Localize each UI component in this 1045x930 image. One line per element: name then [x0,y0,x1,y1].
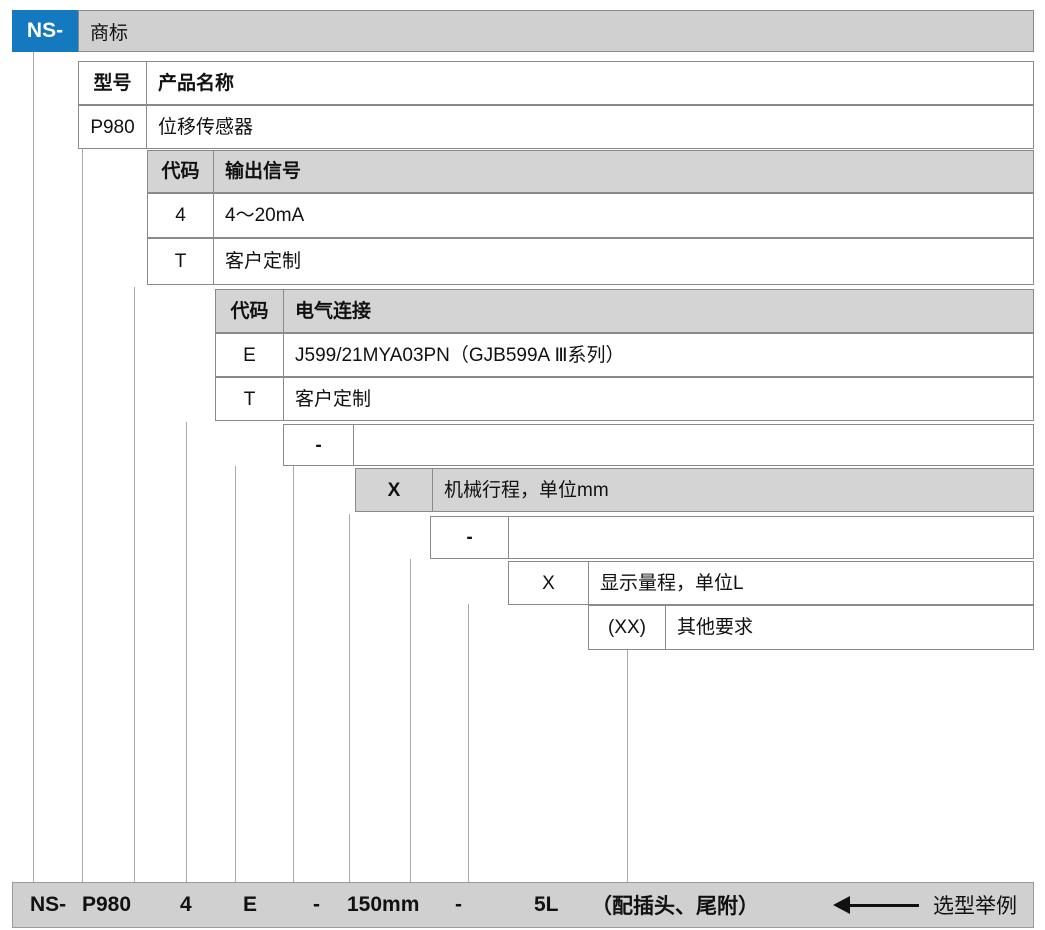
connector-line-extra [627,650,628,882]
example-token-brand: NS- [30,893,67,916]
output-header-row: 代码 输出信号 [147,150,1034,193]
connector-line-model [82,148,83,882]
example-token-dash-1: - [313,893,320,916]
brand-code-text: NS- [26,19,64,42]
other-requirements-code: (XX) [589,606,666,649]
example-token-dash-2: - [455,893,462,916]
brand-label-text: 商标 [90,22,129,44]
electrical-header-code: 代码 [216,290,284,332]
connector-line-other [468,604,469,882]
example-token-other: （配插头、尾附） [591,895,759,918]
output-row-t: T 客户定制 [147,238,1034,285]
electrical-desc-t: 客户定制 [295,388,372,410]
model-code-p980: P980 [79,106,147,148]
separator-code-2: - [431,517,509,558]
separator-code-1: - [284,425,354,465]
electrical-header-desc: 电气连接 [295,300,372,322]
connector-line-sep2 [349,514,350,882]
model-desc-p980: 位移传感器 [158,116,254,138]
display-range-code: X [509,562,589,604]
output-row-4: 4 4～20mA [147,193,1034,238]
other-requirements-desc: 其他要求 [677,617,754,638]
mechanical-stroke-row: X 机械行程，单位mm [355,468,1034,512]
left-arrow-icon [833,896,919,914]
model-header-desc: 产品名称 [158,72,235,94]
electrical-row-t: T 客户定制 [215,377,1034,421]
connector-line-electrical [186,422,187,882]
other-requirements-row: (XX) 其他要求 [588,605,1034,650]
electrical-header-row: 代码 电气连接 [215,289,1034,333]
output-desc-4: 4～20mA [225,205,305,226]
example-token-range: 5L [534,893,559,916]
connector-line-stroke [293,466,294,882]
display-range-row: X 显示量程，单位L [508,561,1034,605]
model-header-code: 型号 [79,62,147,104]
example-token-electrical: E [243,893,258,916]
electrical-row-e: E J599/21MYA03PN（GJB599A Ⅲ系列） [215,333,1034,377]
model-row-p980: P980 位移传感器 [78,105,1034,149]
selection-example-bar: NS- P980 4 E - 150mm - 5L （配插头、尾附） 选型举例 [12,882,1034,928]
display-range-desc: 显示量程，单位L [600,572,744,594]
model-header-row: 型号 产品名称 [78,61,1034,105]
separator-desc-1 [354,425,1033,465]
mechanical-stroke-desc: 机械行程，单位mm [444,479,609,501]
output-code-4: 4 [148,194,214,237]
mechanical-stroke-code: X [356,469,433,511]
output-header-desc: 输出信号 [225,161,302,182]
brand-code-chip: NS- [12,10,78,52]
example-token-stroke: 150mm [347,893,420,916]
electrical-code-e: E [216,334,284,376]
separator-row-1: - [283,424,1034,466]
example-token-output: 4 [180,893,192,916]
example-token-model: P980 [82,893,132,916]
connector-line-output [134,287,135,882]
connector-line-sep1 [235,466,236,882]
output-code-t: T [148,239,214,284]
connector-line-range [410,559,411,882]
electrical-desc-e: J599/21MYA03PN（GJB599A Ⅲ系列） [295,344,625,366]
separator-desc-2 [509,517,1033,558]
output-desc-t: 客户定制 [225,251,302,272]
separator-row-2: - [430,516,1034,559]
example-arrow-label: 选型举例 [933,895,1017,918]
electrical-code-t: T [216,378,284,420]
output-header-code: 代码 [148,151,214,192]
brand-label-row: 商标 [78,10,1034,52]
connector-line-brand [33,52,34,882]
